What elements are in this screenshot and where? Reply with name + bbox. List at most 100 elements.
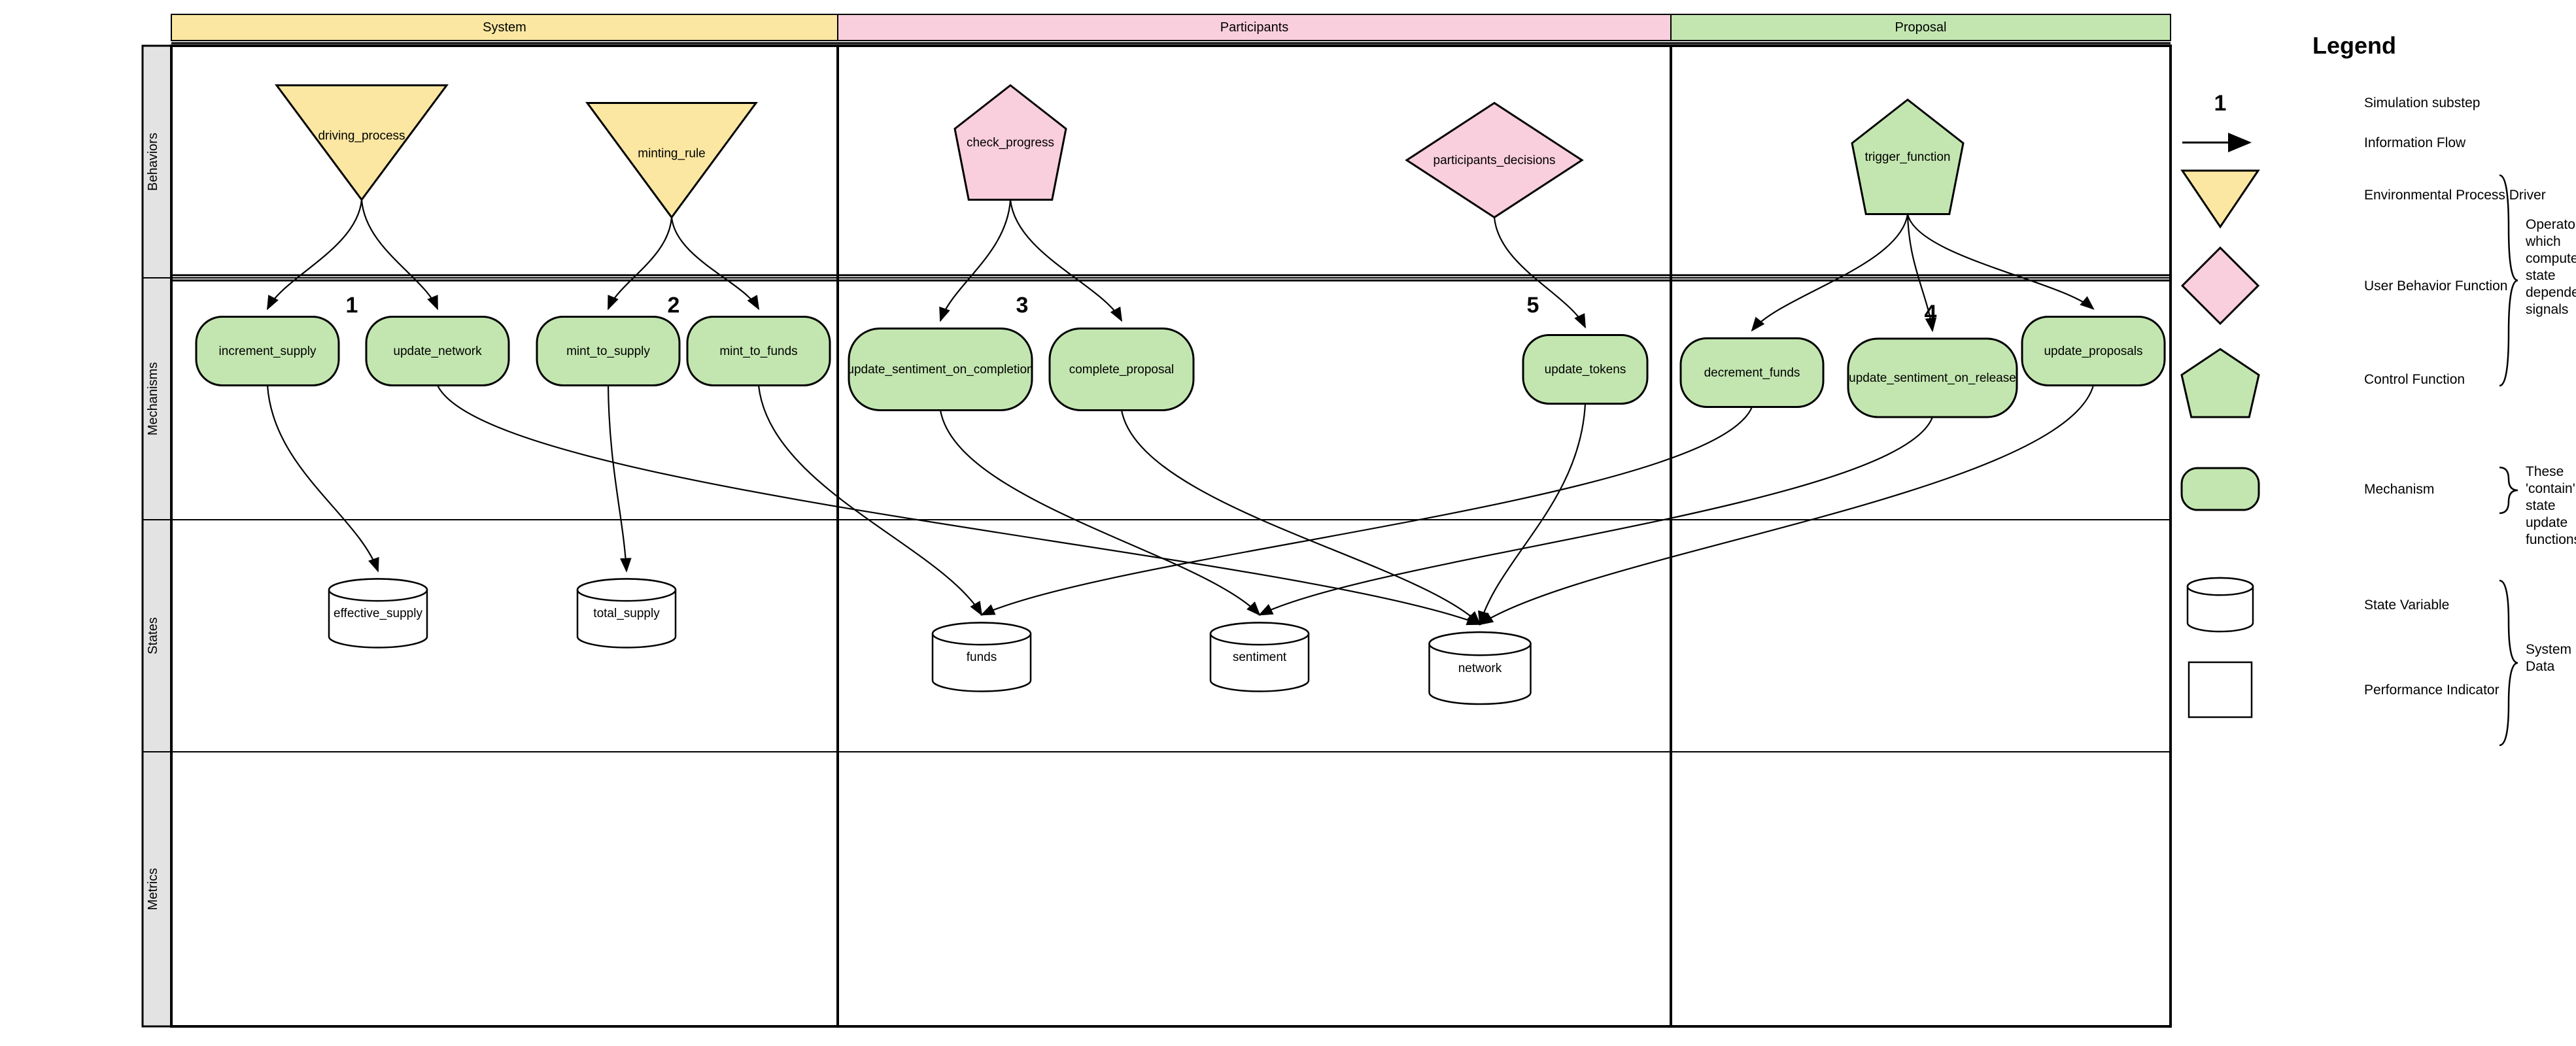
- substep-number: 1: [2214, 91, 2227, 116]
- legend-brace-line: 'contain': [2526, 481, 2575, 496]
- node-label: funds: [967, 650, 997, 664]
- mechanism-node-update_proposals[interactable]: update_proposals: [2021, 316, 2166, 386]
- legend-brace-line: signals: [2526, 302, 2568, 317]
- row-label: Metrics: [146, 868, 160, 910]
- edge-update_sentiment_on_release-to-sentiment: [1258, 416, 1934, 616]
- legend-item-pentagon-icon: Control Function: [2180, 348, 2465, 418]
- legend-brace-line: which: [2525, 234, 2561, 249]
- grid-layer: System Participants ProposalBehaviorsMecha…: [141, 14, 2172, 1028]
- node-layer: driving_process minting_rule check_progres…: [195, 84, 2166, 705]
- node-label: complete_proposal: [1069, 363, 1175, 377]
- substep-label: 1: [346, 293, 358, 318]
- edge-check_progress-to-update_sentiment_on_completion: [939, 199, 1012, 322]
- node-label: update_network: [393, 345, 482, 358]
- state-node-network[interactable]: network: [1428, 631, 1532, 705]
- rounded-box-icon: [2180, 467, 2260, 511]
- column-header-label: Participants: [1220, 20, 1289, 35]
- row-label: Behaviors: [146, 133, 160, 191]
- edge-driving_process-to-increment_supply: [266, 199, 363, 311]
- legend-brace-line: state: [2526, 268, 2556, 283]
- behavior-node-driving_process[interactable]: driving_process: [275, 84, 449, 202]
- mechanism-node-increment_supply[interactable]: increment_supply: [195, 316, 340, 386]
- substep-number-5: 5: [1527, 293, 1539, 318]
- node-label: mint_to_funds: [719, 345, 797, 358]
- state-node-total_supply[interactable]: total_supply: [576, 578, 677, 649]
- legend-brace-line: functions: [2526, 532, 2576, 547]
- node-label: participants_decisions: [1434, 154, 1556, 167]
- legend-brace-operators: Operatorswhichcomputesstatedependentsign…: [2499, 174, 2576, 387]
- substep-number-2: 2: [668, 293, 680, 318]
- edge-update_proposals-to-network: [1479, 385, 2095, 626]
- mechanism-node-update_sentiment_on_completion[interactable]: update_sentiment_on_completion: [847, 328, 1034, 411]
- mechanism-node-mint_to_supply[interactable]: mint_to_supply: [536, 316, 681, 386]
- state-node-funds[interactable]: funds: [931, 622, 1032, 692]
- legend-title: Legend: [2312, 32, 2396, 59]
- legend-brace-line: dependent: [2526, 285, 2576, 300]
- state-node-sentiment[interactable]: sentiment: [1209, 622, 1310, 692]
- node-label: update_tokens: [1545, 363, 1626, 377]
- edge-update_sentiment_on_completion-to-sentiment: [939, 410, 1261, 616]
- node-label: effective_supply: [334, 607, 422, 620]
- legend-item-square-icon: Performance Indicator: [2188, 661, 2499, 718]
- edge-layer: [266, 199, 2095, 626]
- cylinder-icon: [2186, 577, 2254, 633]
- mechanism-node-update_sentiment_on_release[interactable]: update_sentiment_on_release: [1847, 337, 2018, 418]
- behavior-node-participants_decisions[interactable]: participants_decisions: [1405, 101, 1584, 219]
- column-header-label: Proposal: [1895, 20, 1947, 35]
- substep-label: 4: [1925, 301, 1937, 326]
- edge-mint_to_supply-to-total_supply: [607, 385, 632, 573]
- legend-item-label: User Behavior Function: [2364, 278, 2507, 294]
- legend-item-label: Environmental Process Driver: [2364, 188, 2546, 203]
- edge-participants_decisions-to-update_tokens: [1493, 217, 1586, 329]
- legend-item-cylinder-icon: State Variable: [2186, 577, 2449, 633]
- edge-trigger_function-to-update_proposals: [1906, 214, 2095, 310]
- substep-label: 5: [1527, 293, 1539, 318]
- behavior-node-minting_rule[interactable]: minting_rule: [585, 102, 758, 220]
- substep-label: 2: [668, 293, 680, 318]
- legend-brace-line: System: [2526, 642, 2571, 657]
- mechanism-node-decrement_funds[interactable]: decrement_funds: [1679, 337, 1825, 408]
- edge-decrement_funds-to-funds: [980, 407, 1753, 616]
- edge-mint_to_funds-to-funds: [757, 385, 983, 616]
- node-label: driving_process: [318, 129, 405, 143]
- column-header-label: System: [483, 20, 526, 35]
- mechanism-node-update_network[interactable]: update_network: [365, 316, 510, 386]
- legend-item-diamond-icon: User Behavior Function: [2180, 246, 2507, 326]
- edge-complete_proposal-to-network: [1120, 410, 1481, 626]
- edge-update_tokens-to-network: [1478, 403, 1587, 626]
- edge-check_progress-to-complete_proposal: [1009, 199, 1123, 322]
- node-label: increment_supply: [219, 345, 317, 358]
- edge-update_network-to-network: [437, 385, 1482, 626]
- row-metrics: Metrics: [142, 751, 2171, 1027]
- row-label: Mechanisms: [146, 362, 160, 435]
- legend-item-rounded-box-icon: Mechanism: [2180, 467, 2434, 511]
- diamond-icon: [2180, 246, 2260, 326]
- mechanism-node-update_tokens[interactable]: update_tokens: [1522, 334, 1649, 405]
- legend-item-label: Information Flow: [2364, 135, 2466, 150]
- state-node-effective_supply[interactable]: effective_supply: [328, 578, 428, 649]
- legend-item-label: Control Function: [2364, 372, 2465, 387]
- legend-item-label: Performance Indicator: [2364, 683, 2499, 698]
- node-label: update_sentiment_on_completion: [847, 363, 1033, 377]
- legend-item-arrow-right-icon: Information Flow: [2182, 133, 2466, 152]
- mechanism-node-mint_to_funds[interactable]: mint_to_funds: [686, 316, 831, 386]
- column-header-participants: Participants: [837, 14, 1672, 41]
- node-label: update_sentiment_on_release: [1849, 371, 2016, 385]
- column-header-system: System: [171, 14, 838, 41]
- edge-minting_rule-to-mint_to_funds: [670, 217, 760, 311]
- behavior-node-trigger_function[interactable]: trigger_function: [1851, 98, 1965, 215]
- pentagon-icon: [2180, 348, 2260, 418]
- edge-trigger_function-to-update_sentiment_on_release: [1906, 214, 1937, 333]
- node-label: mint_to_supply: [566, 345, 650, 358]
- behavior-node-check_progress[interactable]: check_progress: [953, 84, 1067, 201]
- mechanism-node-complete_proposal[interactable]: complete_proposal: [1048, 328, 1195, 411]
- node-label: check_progress: [967, 136, 1054, 150]
- legend-brace-line: update: [2526, 515, 2567, 530]
- edge-minting_rule-to-mint_to_supply: [607, 217, 673, 311]
- row-label: States: [146, 617, 160, 654]
